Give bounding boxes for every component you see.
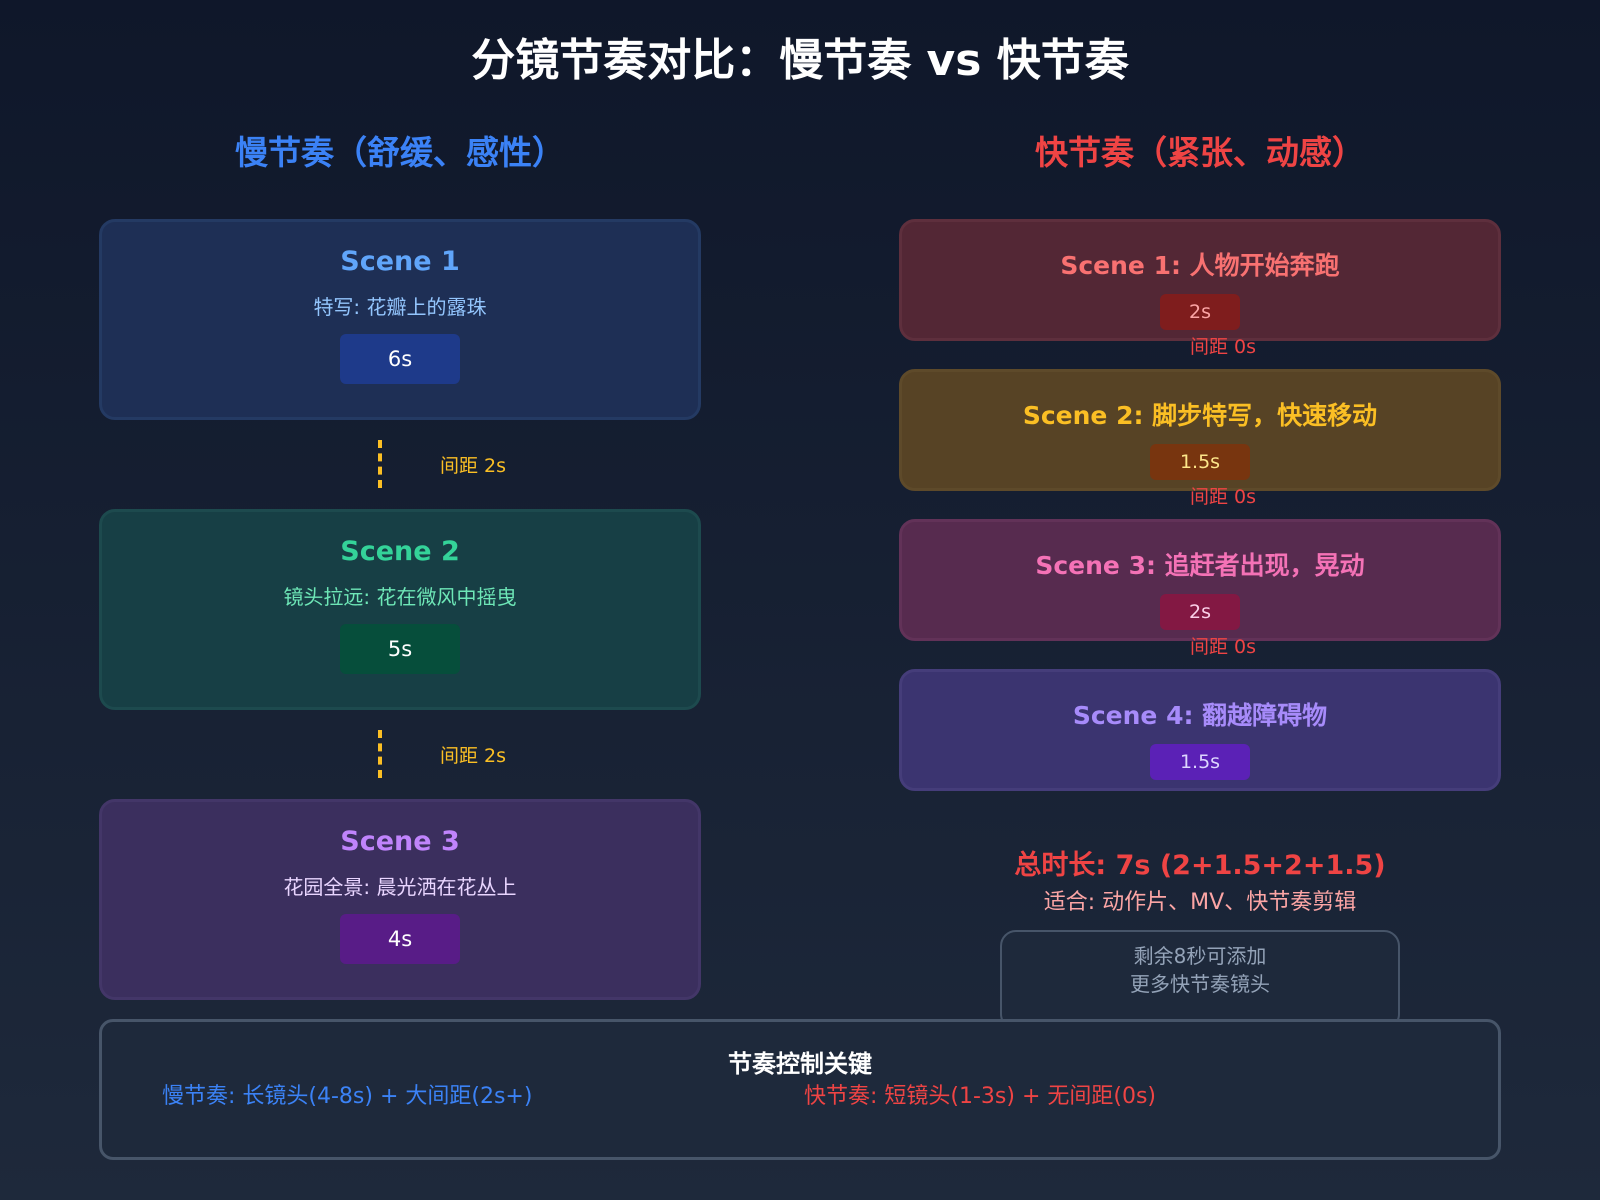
remaining-line: 剩余8秒可添加 xyxy=(1133,944,1267,968)
scene-desc: 特写: 花瓣上的露珠 xyxy=(313,295,487,319)
total-duration: 总时长: 7s (2+1.5+2+1.5) xyxy=(1014,850,1386,881)
scene-name: Scene 1 xyxy=(340,246,460,277)
slow-scene-card: Scene 3 花园全景: 晨光洒在花丛上 4s xyxy=(99,799,701,1000)
scene-desc: 镜头拉远: 花在微风中摇曳 xyxy=(283,585,517,609)
scene-name: Scene 2 xyxy=(340,536,460,567)
scene-desc: 花园全景: 晨光洒在花丛上 xyxy=(283,875,517,899)
fast-scene-card: Scene 4: 翻越障碍物 1.5s xyxy=(899,669,1501,791)
scene-name: Scene 3 xyxy=(340,826,460,857)
duration-badge: 2s xyxy=(1160,294,1240,330)
gap-dash-line xyxy=(378,730,382,778)
duration-badge: 4s xyxy=(340,914,460,964)
gap-label: 间距 0s xyxy=(1190,336,1257,358)
remaining-line: 更多快节奏镜头 xyxy=(1130,972,1270,996)
summary-slow: 慢节奏: 长镜头(4-8s) + 大间距(2s+) xyxy=(162,1084,533,1109)
duration-badge: 6s xyxy=(340,334,460,384)
slow-scene-card: Scene 2 镜头拉远: 花在微风中摇曳 5s xyxy=(99,509,701,710)
gap-label: 间距 2s xyxy=(440,745,507,767)
fast-scene-card: Scene 2: 脚步特写，快速移动 1.5s xyxy=(899,369,1501,491)
duration-badge: 5s xyxy=(340,624,460,674)
scene-name: Scene 2: 脚步特写，快速移动 xyxy=(1022,401,1378,430)
duration-badge: 2s xyxy=(1160,594,1240,630)
scene-name: Scene 4: 翻越障碍物 xyxy=(1072,701,1328,730)
duration-badge: 1.5s xyxy=(1150,744,1250,780)
scene-name: Scene 3: 追赶者出现，晃动 xyxy=(1035,551,1365,580)
fast-scene-card: Scene 1: 人物开始奔跑 2s xyxy=(899,219,1501,341)
duration-badge: 1.5s xyxy=(1150,444,1250,480)
gap-dash-line xyxy=(378,440,382,488)
gap-label: 间距 0s xyxy=(1190,486,1257,508)
scene-name: Scene 1: 人物开始奔跑 xyxy=(1060,251,1340,280)
page-title: 分镜节奏对比：慢节奏 vs 快节奏 xyxy=(471,35,1129,86)
slow-heading: 慢节奏（舒缓、感性） xyxy=(235,133,565,172)
gap-label: 间距 0s xyxy=(1190,636,1257,658)
fast-heading: 快节奏（紧张、动感） xyxy=(1035,133,1365,172)
remaining-note: 剩余8秒可添加 更多快节奏镜头 xyxy=(1000,930,1400,1030)
summary-box: 节奏控制关键 慢节奏: 长镜头(4-8s) + 大间距(2s+) 快节奏: 短镜… xyxy=(99,1019,1501,1160)
summary-fast: 快节奏: 短镜头(1-3s) + 无间距(0s) xyxy=(804,1084,1157,1109)
summary-title: 节奏控制关键 xyxy=(728,1050,872,1078)
suitable-text: 适合: 动作片、MV、快节奏剪辑 xyxy=(1043,890,1357,915)
fast-scene-card: Scene 3: 追赶者出现，晃动 2s xyxy=(899,519,1501,641)
gap-label: 间距 2s xyxy=(440,455,507,477)
slow-scene-card: Scene 1 特写: 花瓣上的露珠 6s xyxy=(99,219,701,420)
